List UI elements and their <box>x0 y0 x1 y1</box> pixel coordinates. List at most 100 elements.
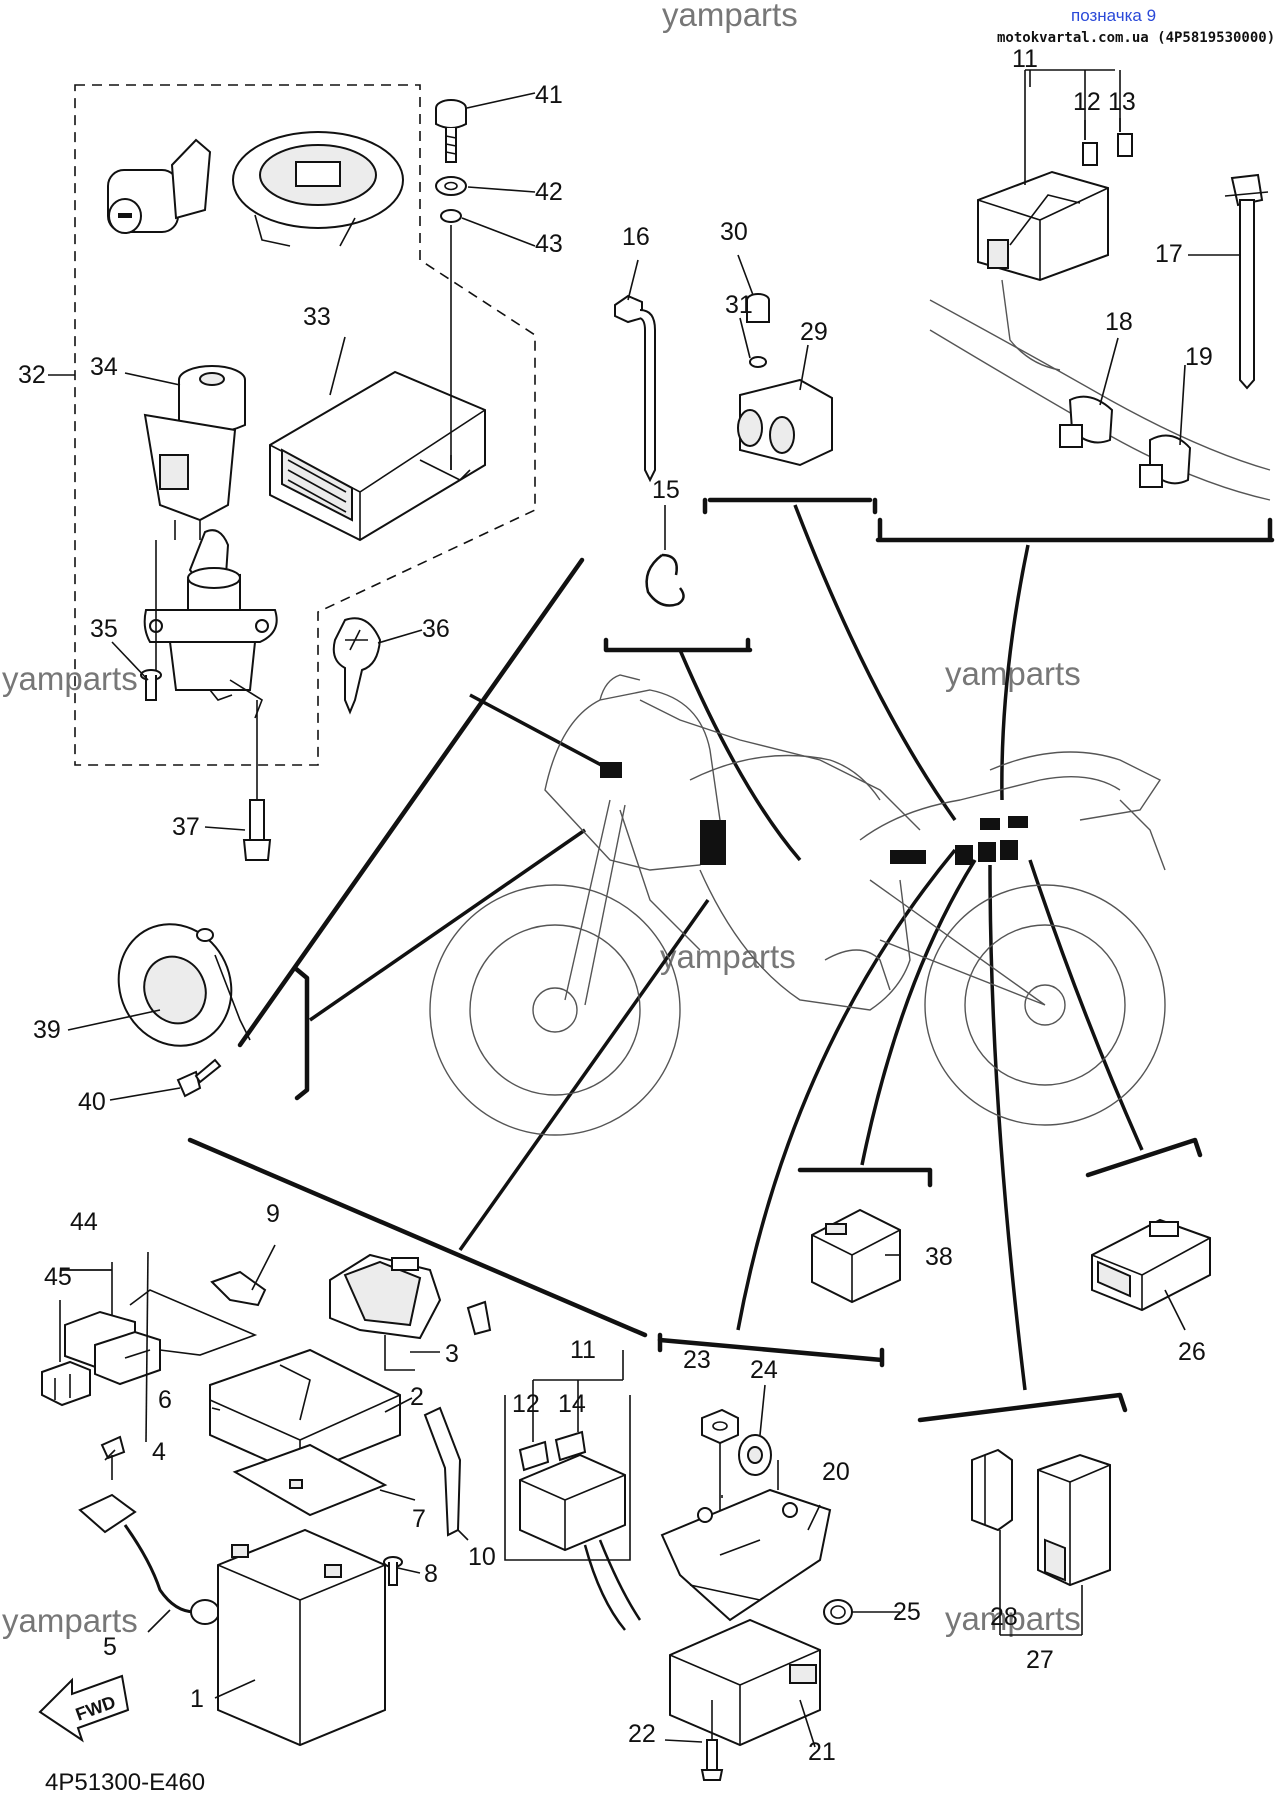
relay-38-part <box>811 1208 901 1304</box>
callout-7[interactable]: 7 <box>412 1505 426 1533</box>
callout-12-lower[interactable]: 12 <box>512 1390 540 1418</box>
callout-4[interactable]: 4 <box>152 1438 166 1466</box>
callout-2[interactable]: 2 <box>410 1383 424 1411</box>
fuse-14-part <box>554 1430 587 1462</box>
callout-14[interactable]: 14 <box>558 1390 586 1418</box>
callout-43[interactable]: 43 <box>535 230 563 258</box>
callout-40[interactable]: 40 <box>78 1088 106 1116</box>
callout-18[interactable]: 18 <box>1105 308 1133 336</box>
callout-9[interactable]: 9 <box>266 1200 280 1228</box>
callout-36[interactable]: 36 <box>422 615 450 643</box>
bracket-15-group <box>603 637 753 653</box>
marker-ecu <box>890 850 926 864</box>
cable-tie-16-part <box>614 294 656 483</box>
key-part <box>332 617 382 715</box>
callout-34[interactable]: 34 <box>90 353 118 381</box>
clamp-19-part <box>1139 434 1192 488</box>
callout-5[interactable]: 5 <box>103 1633 117 1661</box>
callout-29[interactable]: 29 <box>800 318 828 346</box>
fuse-12b-part <box>518 1440 550 1472</box>
fwd-arrow-icon: FWD <box>38 1674 130 1743</box>
callout-16[interactable]: 16 <box>622 223 650 251</box>
callout-15[interactable]: 15 <box>652 476 680 504</box>
bolt-22-part <box>700 1700 724 1781</box>
leader-lines <box>48 69 1240 1748</box>
callout-22[interactable]: 22 <box>628 1720 656 1748</box>
part-link[interactable]: позначка 9 <box>1071 6 1156 25</box>
callout-21[interactable]: 21 <box>808 1738 836 1766</box>
callout-38[interactable]: 38 <box>925 1243 953 1271</box>
marker-switch <box>600 762 622 778</box>
fuel-cap-part <box>232 131 404 247</box>
callout-6[interactable]: 6 <box>158 1386 172 1414</box>
callout-37[interactable]: 37 <box>172 813 200 841</box>
callout-33[interactable]: 33 <box>303 303 331 331</box>
callout-26[interactable]: 26 <box>1178 1338 1206 1366</box>
bracket-battery-group <box>187 1137 648 1338</box>
callout-25[interactable]: 25 <box>893 1598 921 1626</box>
cable-tie-17-part <box>1224 173 1269 390</box>
horn-part <box>117 923 251 1047</box>
diagram-code: 4P51300-E460 <box>45 1769 205 1796</box>
bracket-38-group <box>797 1167 933 1188</box>
bracket-horn-group <box>292 965 310 1101</box>
main-switch-part <box>143 365 246 540</box>
callout-24[interactable]: 24 <box>750 1356 778 1384</box>
control-unit-26-part <box>1091 1218 1211 1312</box>
plate-7-part <box>232 1443 388 1517</box>
bracket-29-part <box>737 293 833 467</box>
fuse-box-11b-part <box>504 1395 642 1631</box>
lock-cylinder-part <box>107 138 212 234</box>
watermark-right-lower: yamparts <box>945 1600 1081 1637</box>
motorcycle-outline <box>429 674 1166 1136</box>
watermark-right-upper: yamparts <box>945 655 1081 692</box>
callout-44[interactable]: 44 <box>70 1208 98 1236</box>
connector-44-part <box>64 1310 161 1386</box>
callout-1[interactable]: 1 <box>190 1685 204 1713</box>
bracket-29-group <box>702 497 878 515</box>
callout-31[interactable]: 31 <box>725 291 753 319</box>
callout-12-top[interactable]: 12 <box>1073 88 1101 116</box>
callout-35[interactable]: 35 <box>90 615 118 643</box>
callout-20[interactable]: 20 <box>822 1458 850 1486</box>
callout-30[interactable]: 30 <box>720 218 748 246</box>
screw-35-part <box>140 669 162 701</box>
battery-box-6-part <box>209 1348 401 1477</box>
bolt-40-part <box>176 1058 222 1098</box>
watermark-top: yamparts <box>662 0 798 33</box>
wire-clip-15-part <box>645 553 685 607</box>
screw-41-part <box>435 99 467 163</box>
bracket-10-part <box>423 1406 462 1537</box>
bracket-27-group <box>917 1392 1128 1423</box>
callout-27[interactable]: 27 <box>1026 1646 1054 1674</box>
watermark-left-lower: yamparts <box>2 1602 138 1639</box>
callout-11-top[interactable]: 11 <box>1012 45 1038 73</box>
fuse-13-part <box>1117 133 1133 157</box>
callout-19[interactable]: 19 <box>1185 343 1213 371</box>
callout-13[interactable]: 13 <box>1108 88 1136 116</box>
callout-39[interactable]: 39 <box>33 1016 61 1044</box>
callout-32[interactable]: 32 <box>18 361 46 389</box>
callout-28[interactable]: 28 <box>990 1603 1018 1631</box>
callout-42[interactable]: 42 <box>535 178 563 206</box>
cover-9-part <box>210 1270 267 1307</box>
callout-10[interactable]: 10 <box>468 1543 496 1571</box>
bracket-switch-group <box>237 557 585 1048</box>
main-switch-group <box>74 84 536 861</box>
ecu-21-part <box>669 1618 821 1747</box>
callout-3[interactable]: 3 <box>445 1340 459 1368</box>
callout-11-lower[interactable]: 11 <box>570 1336 596 1364</box>
bracket-26-group <box>1085 1137 1203 1178</box>
battery-1-part <box>217 1528 386 1747</box>
watermark-center: yamparts <box>660 938 796 975</box>
washer-43-part <box>440 209 462 223</box>
callout-41[interactable]: 41 <box>535 81 563 109</box>
callout-23[interactable]: 23 <box>683 1346 711 1374</box>
callout-17[interactable]: 17 <box>1155 240 1183 268</box>
site-reference: motokvartal.com.ua (4P5819530000) <box>997 30 1275 46</box>
connector-45-part <box>41 1360 91 1407</box>
screw-37-part <box>242 700 272 861</box>
callout-8[interactable]: 8 <box>424 1560 438 1588</box>
callout-45[interactable]: 45 <box>44 1263 72 1291</box>
